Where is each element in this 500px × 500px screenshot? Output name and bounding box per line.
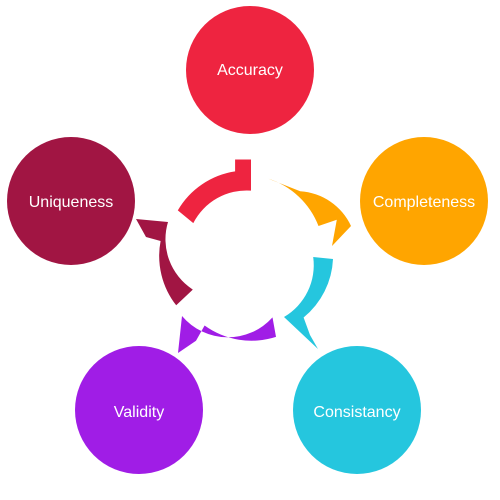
- node-consistancy-label: Consistancy: [313, 404, 400, 421]
- node-consistancy-circle: [293, 346, 421, 474]
- node-validity: Validity: [75, 346, 203, 474]
- node-completeness-label: Completeness: [373, 194, 475, 211]
- node-uniqueness-label: Uniqueness: [29, 194, 114, 211]
- arrow-uniqueness-to-accuracy: [136, 219, 193, 306]
- arrow-consistancy-to-validity: [284, 257, 333, 349]
- node-accuracy-label: Accuracy: [217, 62, 283, 79]
- node-validity-label: Validity: [114, 404, 164, 421]
- node-uniqueness-circle: [7, 137, 135, 265]
- node-validity-circle: [75, 346, 203, 474]
- node-uniqueness: Uniqueness: [7, 137, 135, 265]
- node-completeness: Completeness: [360, 137, 488, 265]
- node-accuracy-circle: [186, 6, 314, 134]
- arrow-completeness-to-consistancy: [268, 178, 351, 246]
- node-accuracy: Accuracy: [186, 6, 314, 134]
- node-consistancy: Consistancy: [293, 346, 421, 474]
- arrow-accuracy-to-completeness: [177, 159, 251, 224]
- arrow-validity-to-uniqueness: [178, 316, 276, 353]
- node-completeness-circle: [360, 137, 488, 265]
- cycle-ring: [136, 159, 351, 353]
